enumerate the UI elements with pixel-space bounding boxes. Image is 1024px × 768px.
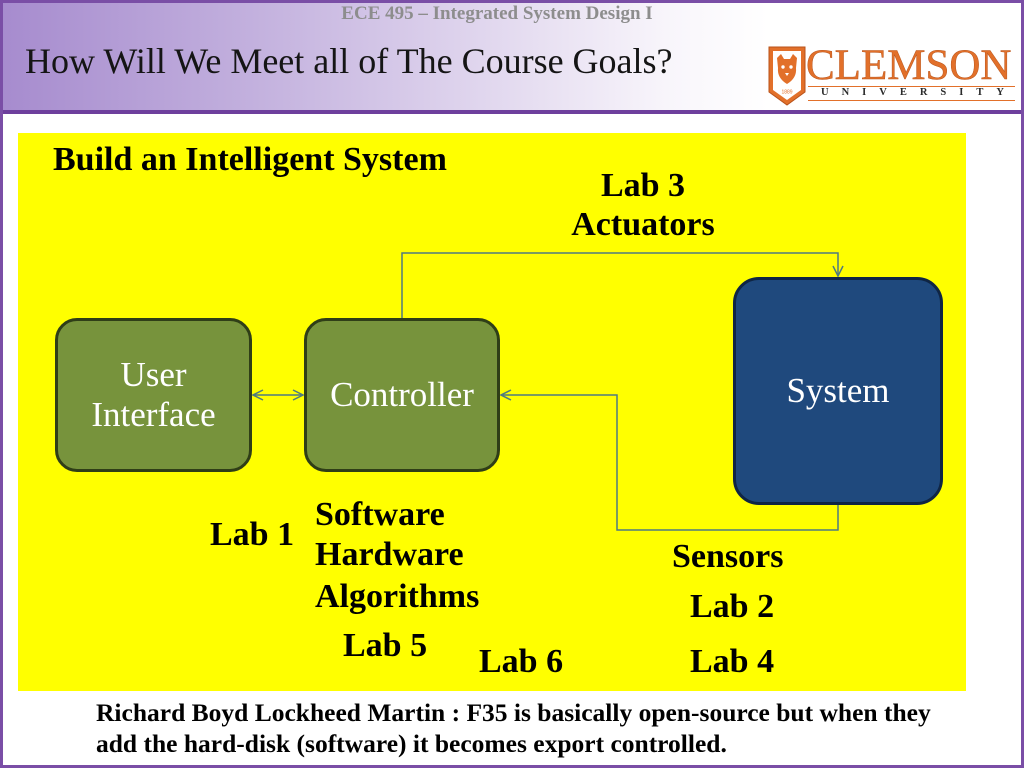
hardware-label: Hardware: [315, 536, 464, 573]
footnote-line: Richard Boyd Lockheed Martin : F35 is ba…: [96, 698, 931, 727]
logo-year: 1889: [781, 90, 792, 96]
node-label: System: [786, 371, 890, 410]
system-node: System: [733, 277, 943, 505]
logo-wordmark: CLEMSON: [806, 42, 1012, 89]
lab5-label: Lab 5: [343, 627, 428, 664]
lab2-label: Lab 2: [690, 588, 775, 625]
algorithms-label: Algorithms: [315, 578, 480, 615]
tiger-shield-icon: 1889: [768, 46, 806, 106]
actuator-connector: [401, 252, 838, 318]
header-divider: [0, 110, 1024, 114]
sensor-connector: [501, 395, 839, 531]
controller-node: Controller: [304, 318, 500, 472]
lab4-label: Lab 4: [690, 643, 775, 680]
clemson-logo: 1889 CLEMSON UNIVERSITY: [766, 44, 1016, 106]
user-interface-node: User Interface: [55, 318, 252, 472]
footnote-line: add the hard-disk (software) it becomes …: [96, 729, 727, 758]
course-label: ECE 495 – Integrated System Design I: [341, 3, 653, 24]
diagram-heading: Build an Intelligent System: [53, 141, 447, 178]
sensors-label: Sensors: [672, 538, 784, 575]
slide-header: ECE 495 – Integrated System Design I How…: [0, 0, 1024, 110]
node-label: Interface: [91, 395, 216, 434]
footnote: Richard Boyd Lockheed Martin : F35 is ba…: [96, 697, 931, 759]
slide-title: How Will We Meet all of The Course Goals…: [25, 41, 673, 81]
diagram-connectors: [18, 252, 966, 531]
logo-subtitle: UNIVERSITY: [808, 86, 1015, 101]
lab1-label: Lab 1: [210, 516, 295, 553]
software-label: Software: [315, 496, 445, 533]
lab3-label: Lab 3: [600, 167, 686, 204]
node-label: Controller: [330, 375, 474, 414]
actuators-label: Actuators: [571, 206, 715, 243]
node-label: User: [120, 355, 187, 394]
lab6-label: Lab 6: [479, 643, 564, 680]
diagram-panel: Build an Intelligent System Lab 3 Actuat…: [18, 133, 966, 691]
